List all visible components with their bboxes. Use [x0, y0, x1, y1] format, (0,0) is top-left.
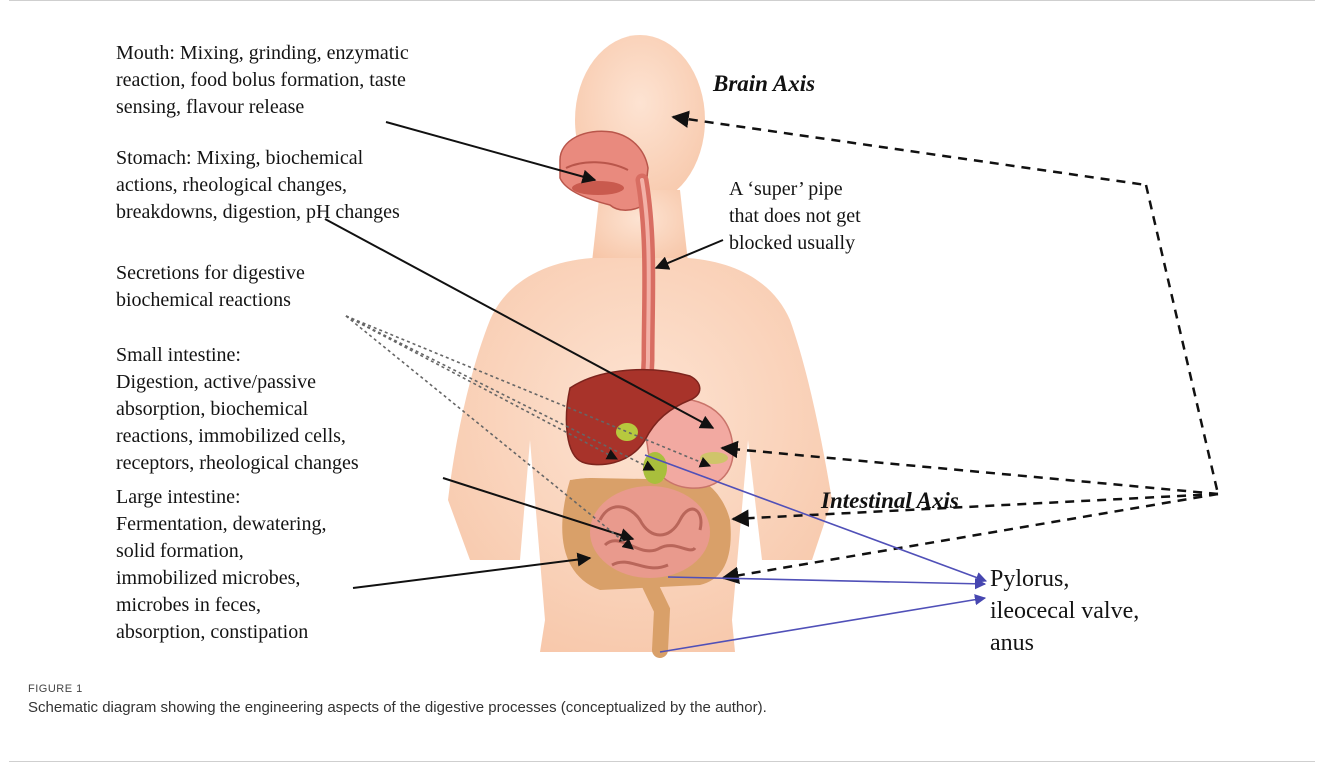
small-intestine-label: Small intestine:Digestion, active/passiv… — [116, 342, 359, 477]
brain-axis-label: Brain Axis — [713, 71, 815, 97]
pancreas — [700, 452, 728, 464]
figure-caption: Schematic diagram showing the engineerin… — [28, 699, 767, 716]
gallbladder — [643, 452, 667, 484]
intestinal-axis-label: Intestinal Axis — [821, 488, 959, 514]
figure-number: FIGURE 1 — [28, 683, 83, 695]
mouth-organ — [560, 131, 648, 210]
valves-label: Pylorus,ileocecal valve,anus — [990, 563, 1139, 659]
large-intestine-label: Large intestine:Fermentation, dewatering… — [116, 484, 327, 646]
